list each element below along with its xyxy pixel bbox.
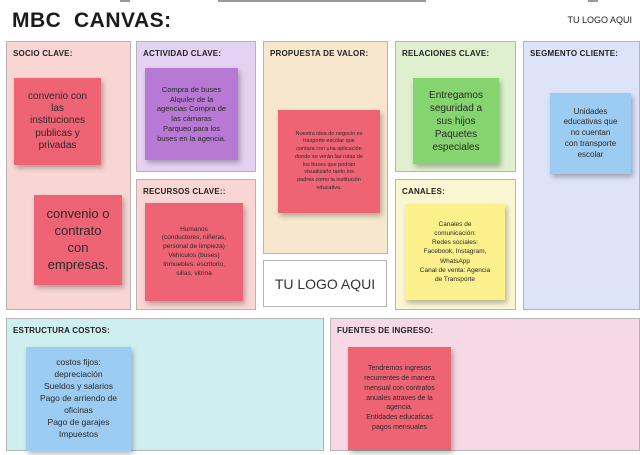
- sticky-note[interactable]: Unidades educativas que no cuentan con t…: [550, 93, 631, 174]
- note-text: convenio o contrato con empresas.: [46, 206, 110, 272]
- note-text: Tendremos ingresos recurrentes de manera…: [364, 365, 435, 431]
- section-header: RECURSOS CLAVE::: [143, 187, 226, 196]
- top-divider: [588, 0, 598, 2]
- note-text: Canales de comunicación: Redes sociales:…: [419, 221, 491, 283]
- section-header: FUENTES DE INGRESO:: [337, 326, 434, 335]
- sticky-note[interactable]: costos fijos: depreciación Sueldos y sal…: [26, 347, 131, 451]
- note-text: Unidades educativas que no cuentan con t…: [563, 106, 618, 159]
- note-text: costos fijos: depreciación Sueldos y sal…: [39, 357, 118, 439]
- canvas-title: MBC CANVAS:: [12, 9, 172, 32]
- section-header: SEGMENTO CLIENTE:: [530, 49, 619, 58]
- sticky-note[interactable]: Nuestra idea de negocio es trasporte esc…: [278, 110, 380, 213]
- note-text: Nuestra idea de negocio es trasporte esc…: [295, 130, 363, 191]
- section-header: PROPUESTA DE VALOR:: [270, 49, 369, 58]
- note-text: Entregamos seguridad a sus hijos Paquete…: [429, 89, 483, 153]
- section-header: ESTRUCTURA COSTOS:: [13, 326, 110, 335]
- section-header: RELACIONES CLAVE:: [402, 49, 490, 58]
- sticky-note[interactable]: Compra de buses Alquiler de la agencias …: [145, 68, 238, 160]
- sticky-note[interactable]: Canales de comunicación: Redes sociales:…: [405, 204, 505, 300]
- top-divider: [218, 0, 426, 2]
- top-divider: [120, 0, 130, 2]
- sticky-note[interactable]: convenio con las instituciones publicas …: [14, 78, 101, 165]
- section-segmento-cliente: SEGMENTO CLIENTE:: [523, 41, 640, 310]
- section-header: CANALES:: [402, 187, 445, 196]
- logo-placeholder-top: TU LOGO AQUI: [567, 15, 632, 25]
- note-text: Humanos (conductores, niñeras, personal …: [161, 225, 227, 277]
- note-text: convenio con las instituciones publicas …: [28, 91, 87, 151]
- note-text: Compra de buses Alquiler de la agencias …: [156, 84, 227, 143]
- sticky-note[interactable]: convenio o contrato con empresas.: [34, 195, 122, 285]
- sticky-note[interactable]: Humanos (conductores, niñeras, personal …: [145, 203, 243, 301]
- sticky-note[interactable]: Tendremos ingresos recurrentes de manera…: [348, 347, 451, 450]
- section-header: ACTIVIDAD CLAVE:: [143, 49, 222, 58]
- sticky-note[interactable]: Entregamos seguridad a sus hijos Paquete…: [413, 78, 499, 164]
- logo-placeholder: TU LOGO AQUI: [263, 260, 387, 307]
- section-header: SOCIO CLAVE:: [13, 49, 73, 58]
